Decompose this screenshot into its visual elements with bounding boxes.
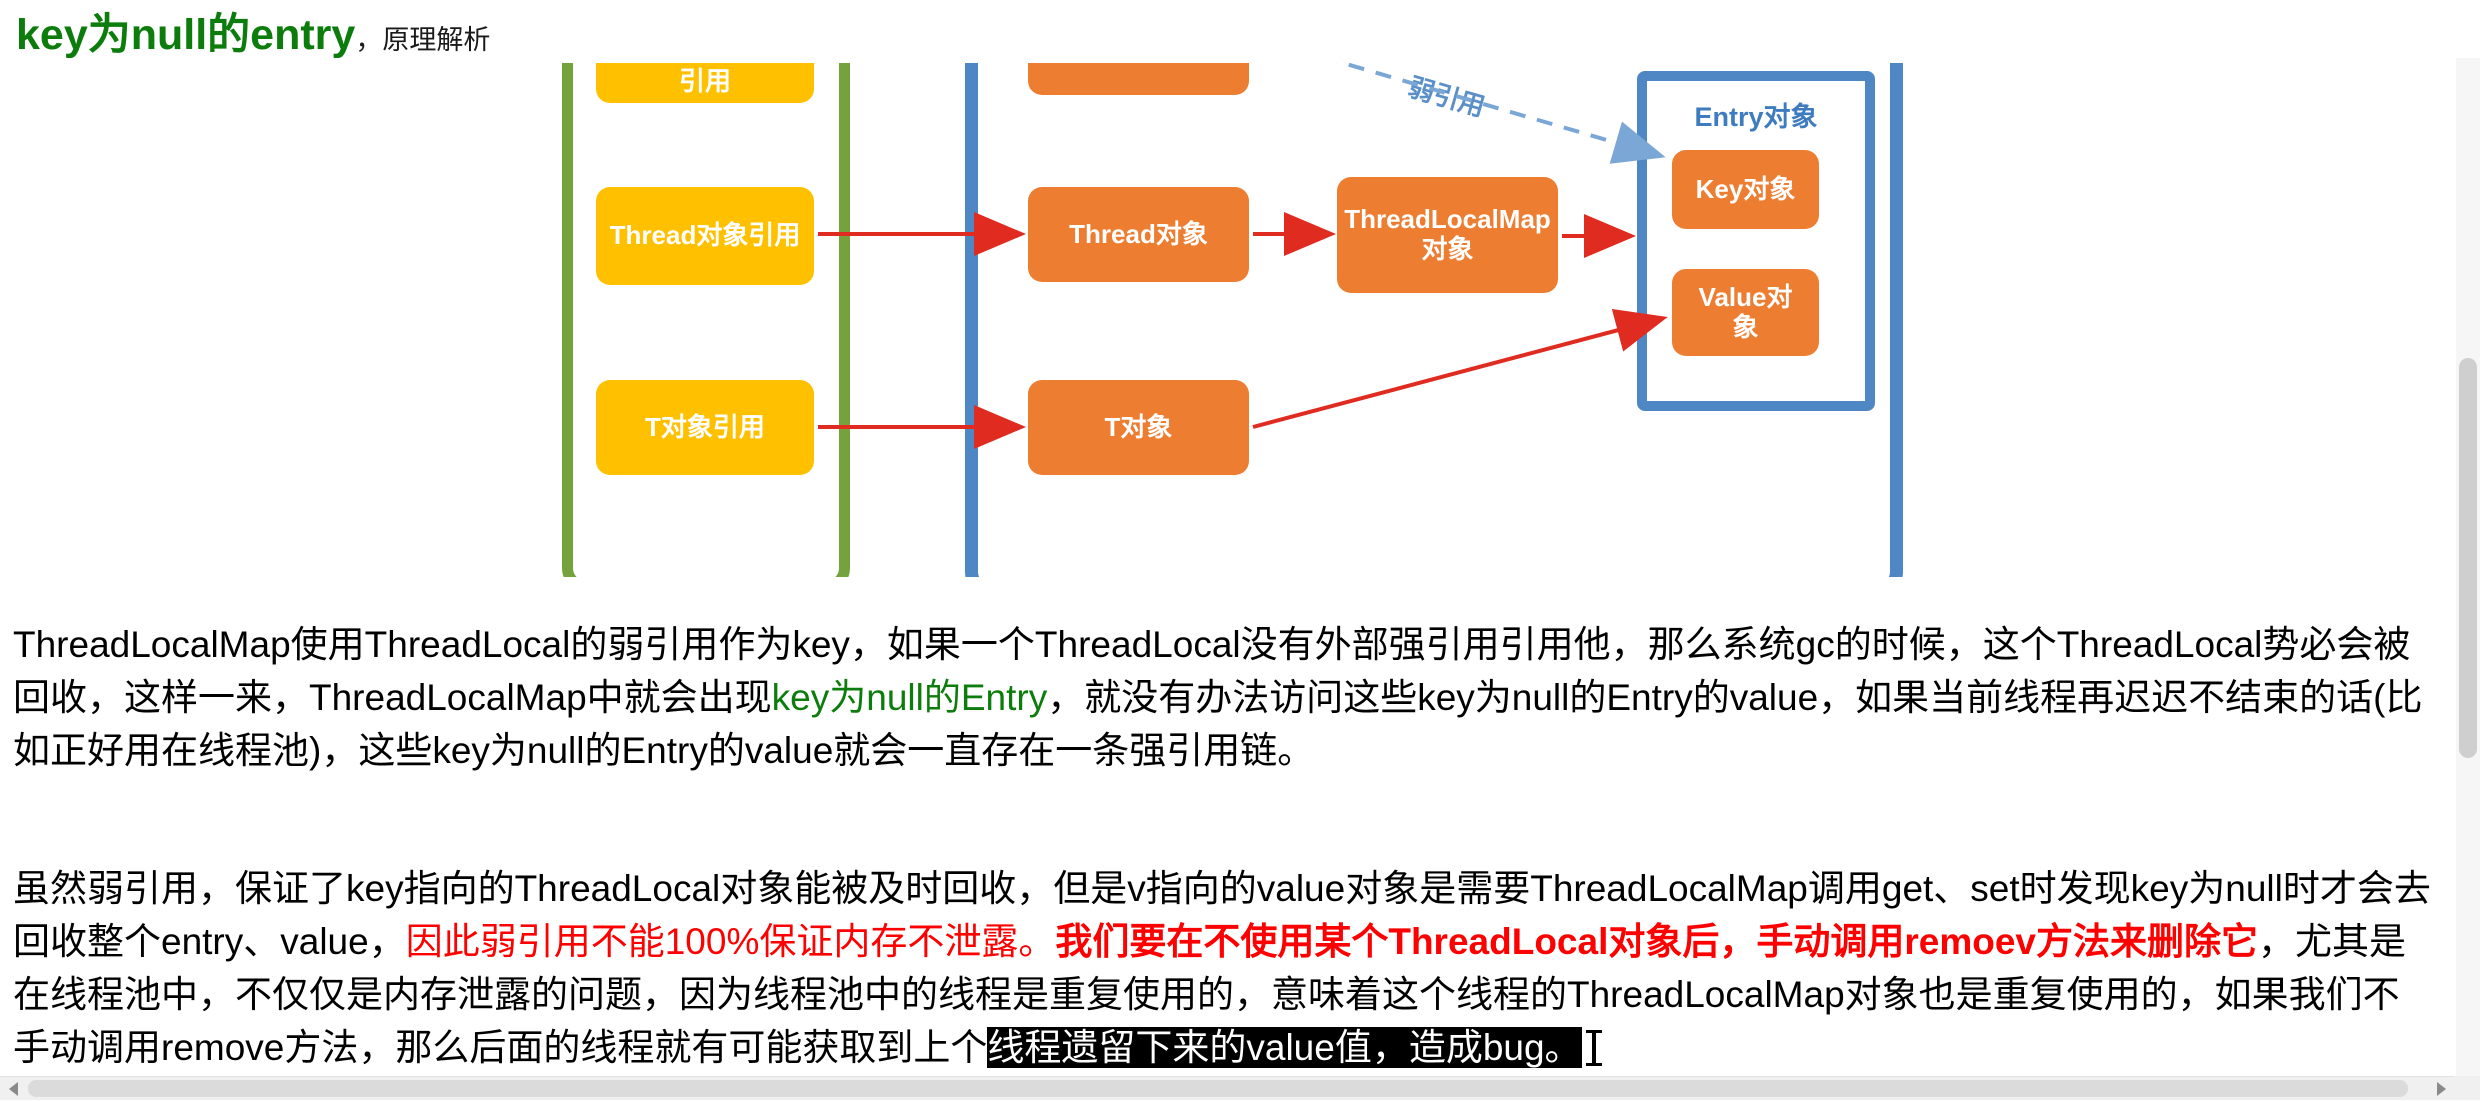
scroll-left-arrow-icon [8, 1082, 18, 1096]
t-ref-box: T对象引用 [596, 380, 814, 475]
value-obj-box: Value对象 [1672, 269, 1819, 356]
page-title: key为null的entry，原理解析 [16, 0, 490, 62]
box-label: T对象 [1104, 411, 1173, 442]
text-cursor [1585, 1030, 1602, 1066]
t-obj-box: T对象 [1028, 380, 1249, 475]
entry-object-title: Entry对象 [1694, 102, 1818, 132]
vertical-scrollbar-thumb[interactable] [2459, 358, 2477, 758]
threadlocal-obj-box-cut [1028, 63, 1249, 95]
threadlocalmap-obj-box: ThreadLocalMap对象 [1337, 177, 1558, 293]
scroll-left-button[interactable] [0, 1077, 26, 1101]
scrollbar-corner [2454, 1076, 2480, 1100]
horizontal-scrollbar-thumb[interactable] [28, 1080, 2408, 1097]
stack-frame-container [562, 63, 850, 577]
scroll-right-button[interactable] [2428, 1077, 2454, 1101]
thread-ref-box: Thread对象引用 [596, 187, 814, 285]
horizontal-scrollbar[interactable] [0, 1076, 2480, 1100]
box-label: Thread对象 [1069, 218, 1208, 249]
vertical-scrollbar[interactable] [2456, 58, 2480, 1076]
paragraph-1[interactable]: ThreadLocalMap使用ThreadLocal的弱引用作为key，如果一… [13, 618, 2433, 777]
text-segment-highlight: 线程遗留下来的value值，造成bug。 [987, 1027, 1582, 1068]
title-main: key为null的entry [16, 11, 356, 59]
text-segment-normal: ThreadLocalMap使用ThreadLocal的弱引用作为key，如果一… [13, 624, 2411, 718]
box-label: Thread对象引用 [609, 220, 801, 251]
paragraph-2[interactable]: 虽然弱引用，保证了key指向的ThreadLocal对象能被及时回收，但是v指向… [13, 862, 2433, 1074]
text-segment-red-bold: 我们要在不使用某个ThreadLocal对象后，手动调用remoev方法来删除它 [1055, 921, 2258, 962]
entry-object-frame: Entry对象 [1637, 71, 1875, 411]
text-segment-normal: 虽然弱引用，保证了key指向的ThreadLocal对象能被及时回收，但是v指向… [13, 868, 2431, 962]
threadlocal-ref-box-cut: 引用 [596, 63, 814, 103]
threadlocal-diagram-image[interactable]: 引用 Thread对象引用 T对象引用 Thread对象 ThreadLocal… [0, 63, 2480, 577]
title-sub: ，原理解析 [355, 25, 491, 55]
thread-obj-box: Thread对象 [1028, 187, 1249, 282]
body-text: ThreadLocalMap使用ThreadLocal的弱引用作为key，如果一… [13, 618, 2433, 1074]
box-label: ThreadLocalMap对象 [1344, 204, 1551, 264]
text-segment-normal: ，就没有办法访问这些key为null的Entry的value，如果当前线程再迟迟… [13, 677, 2423, 771]
box-label: Key对象 [1695, 173, 1796, 204]
text-segment-normal: ，尤其是在线程池中，不仅仅是内存泄露的问题，因为线程池中的线程是重复使用的，意味… [13, 921, 2406, 1068]
text-segment-green: key为null的Entry [771, 677, 1048, 718]
box-label: T对象引用 [645, 411, 765, 442]
box-label: Value对象 [1698, 281, 1793, 342]
text-segment-red: 因此弱引用不能100%保证内存不泄露。 [405, 921, 1056, 962]
box-label: 引用 [678, 66, 731, 97]
scroll-right-arrow-icon [2436, 1082, 2446, 1096]
key-obj-box: Key对象 [1672, 150, 1819, 229]
